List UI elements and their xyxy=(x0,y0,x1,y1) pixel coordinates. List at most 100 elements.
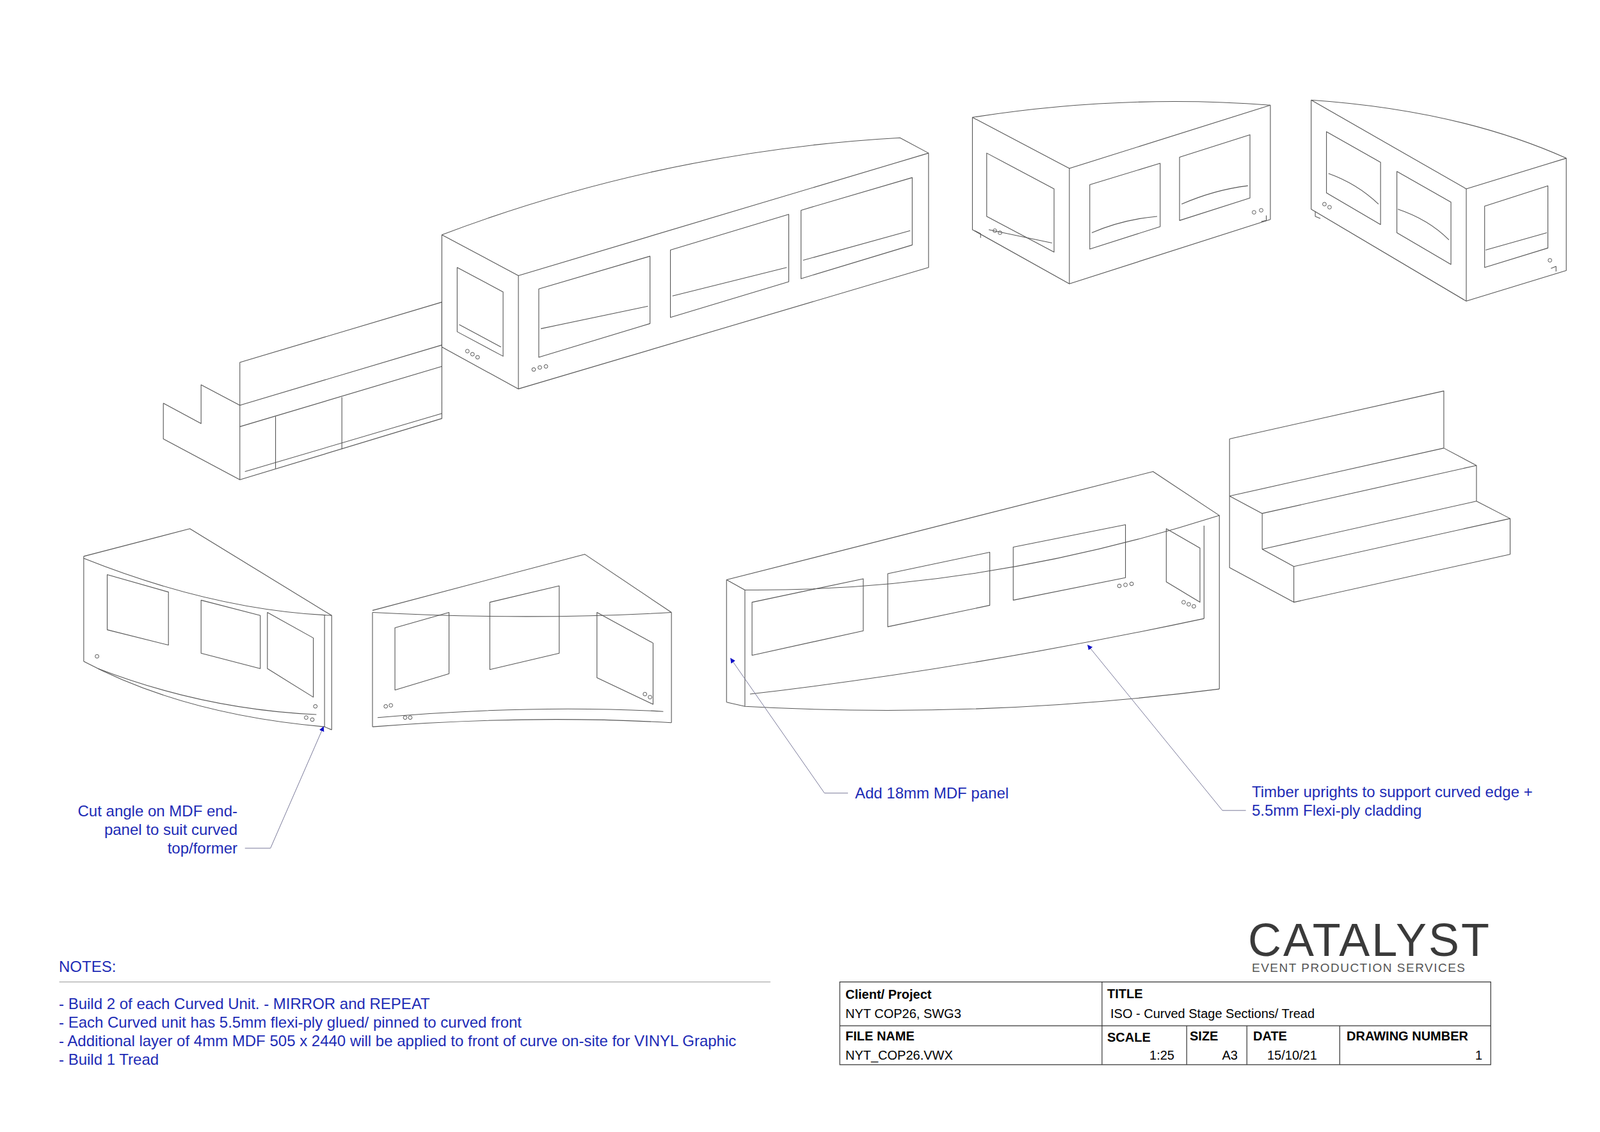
curved-stage-unit xyxy=(83,528,332,730)
table-header: FILE NAME xyxy=(845,1027,915,1044)
curved-stage-unit xyxy=(372,719,672,727)
callout-text: Add 18mm MDF panel xyxy=(855,783,1009,802)
curved-stage-unit xyxy=(988,229,1053,244)
table-cell: 1 xyxy=(1408,1047,1483,1063)
curved-stage-unit xyxy=(972,104,1271,169)
curved-stage-unit xyxy=(1129,581,1134,586)
curved-stage-unit xyxy=(372,554,672,727)
title-block-border xyxy=(839,981,1491,1065)
curved-stage-unit xyxy=(1219,515,1220,689)
curved-stage-unit xyxy=(470,352,475,356)
table-rule xyxy=(1101,981,1103,1065)
tread-unit xyxy=(1229,391,1510,603)
curved-stage-unit xyxy=(83,661,332,730)
table-cell: 1:25 xyxy=(1110,1047,1175,1063)
curved-stage-unit xyxy=(726,688,1220,710)
curved-stage-unit xyxy=(403,715,408,720)
curved-stage-unit xyxy=(672,267,788,297)
curved-stage-unit xyxy=(441,137,928,235)
curved-stage-unit xyxy=(1203,525,1205,619)
curved-stage-unit xyxy=(670,214,790,318)
curved-stage-unit xyxy=(643,691,648,696)
table-header: Client/ Project xyxy=(845,986,932,1002)
tread-unit xyxy=(1475,465,1477,502)
title-block-frame xyxy=(59,981,1492,1065)
curved-stage-unit xyxy=(1548,258,1552,263)
tread-unit xyxy=(245,413,443,472)
table-header: TITLE xyxy=(1107,985,1144,1001)
curved-stage-unit xyxy=(441,137,928,389)
curved-stage-unit xyxy=(1261,215,1267,222)
curved-stage-unit xyxy=(538,256,651,358)
notes-heading: NOTES: xyxy=(58,956,116,976)
notes-rule xyxy=(59,981,771,982)
curved-stage-unit xyxy=(465,349,470,354)
curved-stage-unit xyxy=(974,230,982,238)
curved-stage-unit xyxy=(1187,602,1192,607)
curved-stage-unit xyxy=(544,364,548,368)
curved-stage-unit xyxy=(372,612,672,617)
table-rule xyxy=(1339,1025,1341,1065)
curved-stage-unit xyxy=(1192,604,1197,608)
callout-text: Cut angle on MDF end-panel to suit curve… xyxy=(61,801,238,857)
curved-stage-unit xyxy=(1397,209,1449,240)
curved-stage-unit xyxy=(1252,210,1257,215)
curved-stage-unit xyxy=(1485,232,1547,250)
tread-unit xyxy=(163,302,442,424)
curved-stage-unit xyxy=(394,612,449,690)
curved-stage-unit xyxy=(441,152,928,276)
curved-stage-unit xyxy=(803,230,911,260)
curved-stage-unit xyxy=(384,704,388,708)
curved-stage-unit xyxy=(377,708,664,717)
table-header: DRAWING NUMBER xyxy=(1346,1027,1469,1044)
curved-stage-unit xyxy=(887,551,990,626)
curved-stage-unit xyxy=(489,585,559,670)
company-tagline: EVENT PRODUCTION SERVICES xyxy=(1251,961,1467,974)
curved-stage-unit xyxy=(972,104,1271,284)
curved-stage-unit xyxy=(310,717,315,722)
tread-unit xyxy=(1443,448,1477,466)
curved-stage-unit xyxy=(750,618,1204,694)
tread-unit xyxy=(1262,513,1263,550)
tread-unit xyxy=(1229,496,1263,514)
curved-stage-unit xyxy=(1315,211,1321,219)
curved-stage-unit xyxy=(597,612,654,704)
curved-stage-unit xyxy=(1311,99,1567,159)
curved-stage-unit xyxy=(517,275,519,389)
table-rule xyxy=(839,1025,1491,1026)
curved-stage-unit xyxy=(752,578,864,656)
curved-stage-unit xyxy=(726,471,1220,580)
callout-text: Timber uprights to support curved edge +… xyxy=(1251,782,1572,820)
curved-stage-unit xyxy=(313,704,318,708)
curved-stage-unit xyxy=(726,515,1220,590)
tread-unit xyxy=(341,396,343,449)
tread-unit xyxy=(1229,391,1444,448)
curved-stage-unit xyxy=(1397,171,1451,265)
curved-stage-unit xyxy=(475,355,480,360)
tread-unit xyxy=(163,302,442,480)
table-header: SCALE xyxy=(1107,1029,1151,1045)
leader-line xyxy=(1088,645,1247,811)
curved-stage-unit xyxy=(1068,168,1070,284)
curved-stage-unit xyxy=(1326,131,1381,225)
curved-stage-unit xyxy=(1013,524,1126,600)
curved-stage-unit xyxy=(998,231,1003,235)
leader-line xyxy=(245,726,324,848)
curved-stage-unit xyxy=(1465,188,1467,301)
curved-stage-unit xyxy=(1550,266,1556,272)
curved-stage-unit xyxy=(1091,216,1158,233)
curved-stage-unit xyxy=(1322,202,1327,207)
curved-stage-unit xyxy=(1179,134,1250,221)
curved-stage-unit xyxy=(371,612,373,728)
curved-stage-unit xyxy=(1123,583,1128,587)
curved-stage-unit xyxy=(1089,163,1161,249)
curved-stage-unit xyxy=(324,615,326,727)
curved-stage-unit xyxy=(83,558,332,616)
curved-stage-unit xyxy=(1181,185,1248,205)
curved-stage-unit xyxy=(531,367,536,372)
curved-stage-unit xyxy=(97,668,317,715)
tread-unit xyxy=(239,405,240,480)
curved-stage-unit xyxy=(372,554,672,613)
